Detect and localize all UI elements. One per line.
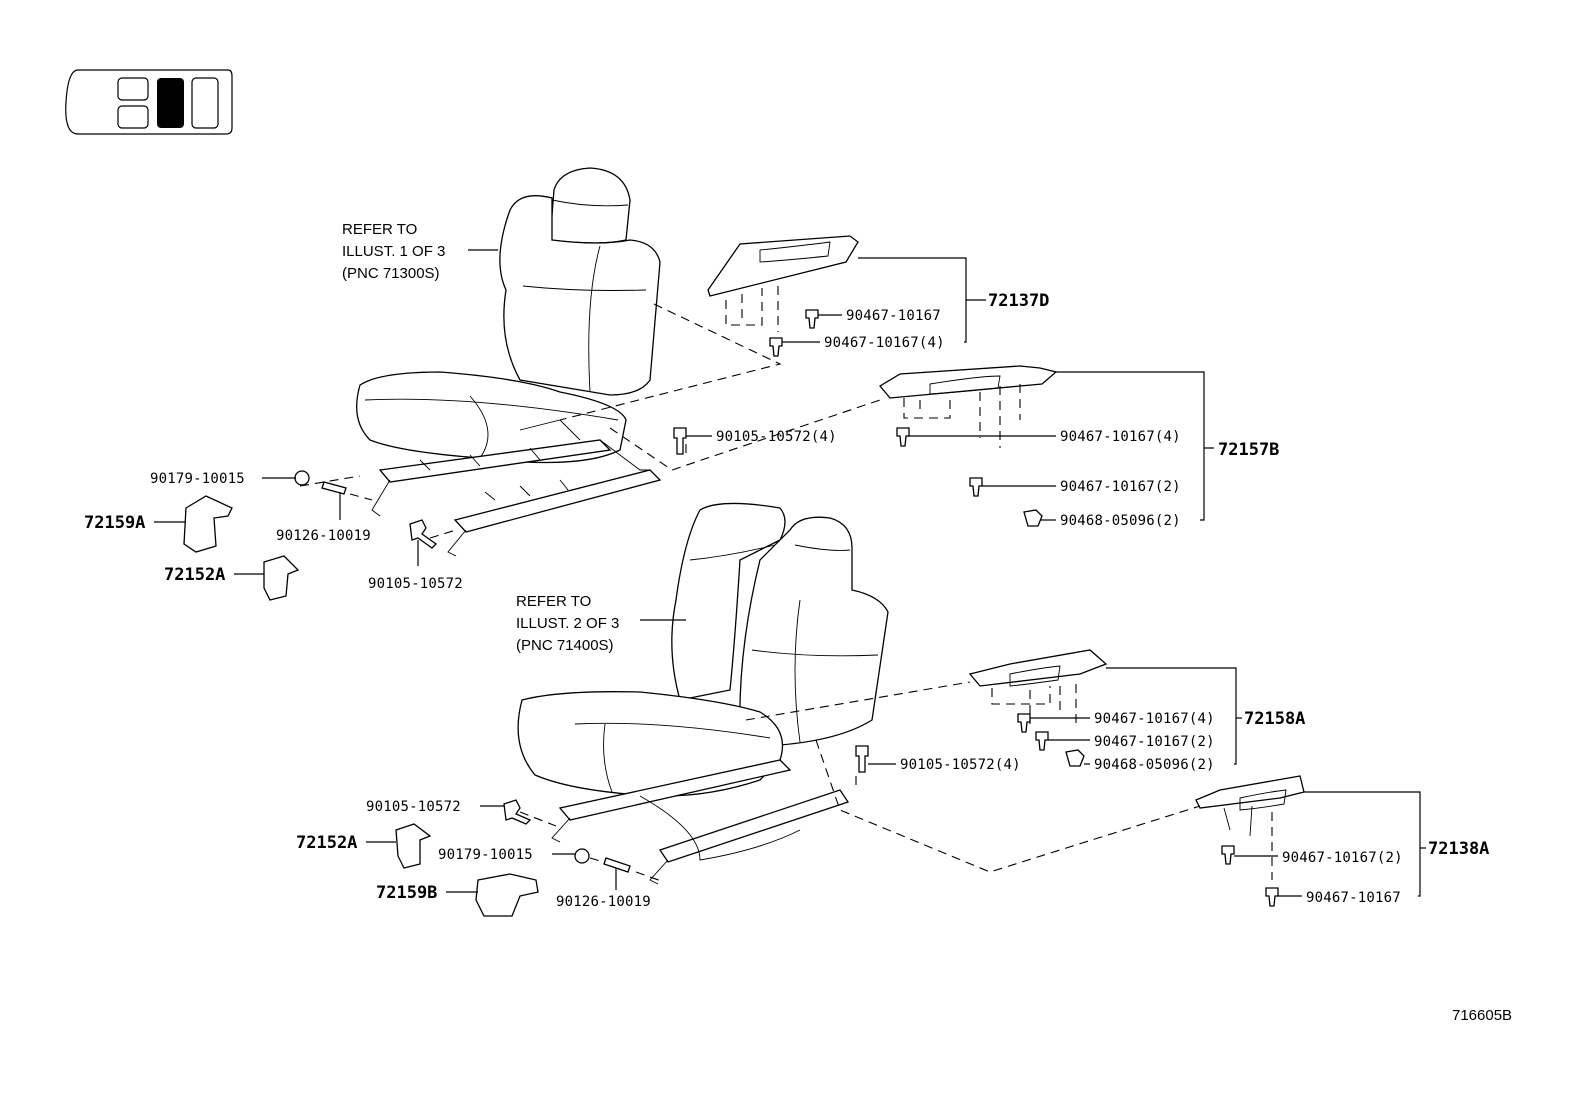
pn-90179-a: 90179-10015 [150,471,245,487]
pnc-72158A: 72158A [1244,709,1305,729]
cover-72158A [968,649,1108,726]
pnc-72157B: 72157B [1218,440,1279,460]
ref1-line3: (PNC 71300S) [342,265,440,282]
pn-90467-g: 90467-10167(2) [1282,850,1403,866]
cover-72157B [879,365,1058,448]
pnc-72152A-lower: 72152A [296,833,357,853]
vehicle-location-icon [65,69,233,135]
pn-90467-c: 90467-10167(4) [1060,429,1181,445]
bracket-72159B [475,873,539,917]
pnc-72159A: 72159A [84,513,145,533]
ref2-line1: REFER TO [516,593,591,610]
ref2-line3: (PNC 71400S) [516,637,614,654]
upper-seat-illustration [356,167,662,557]
pn-90467-b: 90467-10167(4) [824,335,945,351]
leader-lines [154,249,1426,897]
pnc-labels: 72137D 72157B 72158A 72138A 72159A 72152… [84,291,1489,903]
pnc-72152A-upper: 72152A [164,565,225,585]
bracket-72152A-lower [395,823,432,869]
pn-90467-h: 90467-10167 [1306,890,1401,906]
cover-72137D [707,235,859,332]
bracket-72152A-upper [263,555,300,601]
pn-90105-b: 90105-10572 [368,576,463,592]
pn-90467-f: 90467-10167(2) [1094,734,1215,750]
pn-90467-a: 90467-10167 [846,308,941,324]
pn-90468-a: 90468-05096(2) [1060,513,1181,529]
pn-90105-c: 90105-10572(4) [900,757,1021,773]
ref1-line2: ILLUST. 1 OF 3 [342,243,445,260]
part-number-labels: 90467-10167 90467-10167(4) 90105-10572(4… [150,308,1403,910]
lower-seat-illustration [517,502,889,885]
pnc-72159B: 72159B [376,883,437,903]
bracket-72159A [183,495,233,553]
pn-90126-b: 90126-10019 [556,894,651,910]
clip-fastener-icons [294,309,1279,907]
pn-90126-a: 90126-10019 [276,528,371,544]
reference-text-seat1: REFER TO ILLUST. 1 OF 3 (PNC 71300S) [342,221,445,282]
pn-90467-e: 90467-10167(4) [1094,711,1215,727]
illustration-id: 716605B [1452,1007,1512,1024]
reference-text-seat2: REFER TO ILLUST. 2 OF 3 (PNC 71400S) [516,593,619,654]
ref2-line2: ILLUST. 2 OF 3 [516,615,619,632]
pnc-72138A: 72138A [1428,839,1489,859]
dashed-install-lines [299,303,1201,883]
ref1-line1: REFER TO [342,221,417,238]
pn-90105-a: 90105-10572(4) [716,429,837,445]
pn-90179-b: 90179-10015 [438,847,533,863]
pn-90105-d: 90105-10572 [366,799,461,815]
pn-90467-d: 90467-10167(2) [1060,479,1181,495]
pn-90468-b: 90468-05096(2) [1094,757,1215,773]
pnc-72137D: 72137D [988,291,1049,311]
